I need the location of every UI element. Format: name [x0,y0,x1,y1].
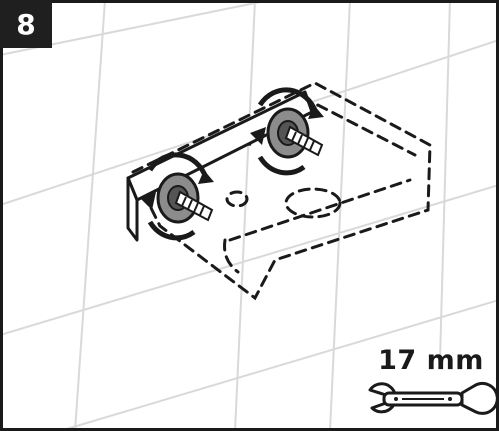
right-screw [250,87,324,176]
wrench-icon [368,381,499,415]
left-screw [140,152,214,241]
step-number-badge: 8 [0,0,52,48]
wrench-size-label: 17 mm [378,345,484,376]
